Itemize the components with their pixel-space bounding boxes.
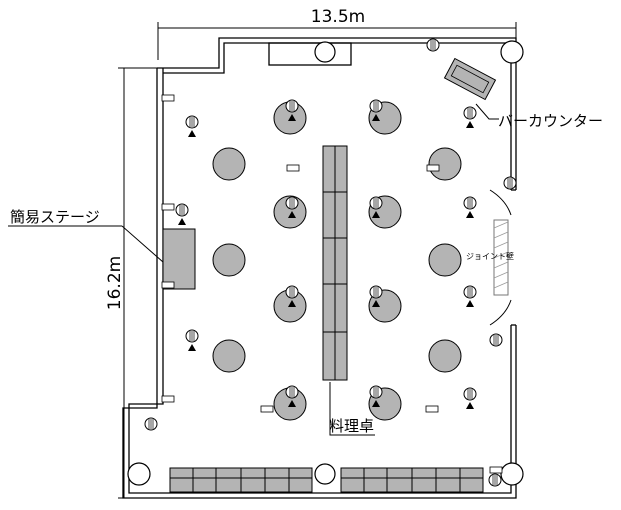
outlet-icon xyxy=(425,405,439,413)
outlet-icon xyxy=(489,466,503,474)
light-fixtures xyxy=(144,38,517,487)
outlet-icon xyxy=(286,164,300,172)
column xyxy=(500,40,524,64)
round-table xyxy=(212,147,246,181)
bar-counter-leader xyxy=(475,103,499,120)
stage xyxy=(162,228,196,290)
stage-label: 簡易ステージ xyxy=(10,208,100,226)
bar-counter-label: バーカウンター xyxy=(498,112,603,130)
food-table-label: 料理卓 xyxy=(329,417,374,435)
outlet-icon xyxy=(260,405,274,413)
light-fixture-icon xyxy=(285,99,299,121)
columns xyxy=(127,40,524,486)
buffet-counter-left xyxy=(169,467,313,493)
height-label: 16.2m xyxy=(105,256,125,310)
column xyxy=(314,41,336,63)
light-fixture-icon xyxy=(185,115,199,137)
light-fixture-icon xyxy=(463,106,477,128)
light-fixture-icon xyxy=(489,333,503,347)
partition-hatch xyxy=(493,221,509,289)
width-label: 13.5m xyxy=(311,7,365,27)
light-fixture-icon xyxy=(185,329,199,351)
light-fixture-icon xyxy=(463,196,477,218)
bar-counter xyxy=(443,57,497,101)
light-fixture-icon xyxy=(369,99,383,121)
light-fixture-icon xyxy=(426,38,440,52)
column xyxy=(500,462,524,486)
width-dimension xyxy=(157,22,517,60)
round-table xyxy=(212,243,246,277)
power-outlets xyxy=(161,94,503,474)
light-fixture-icon xyxy=(463,387,477,409)
light-fixture-icon xyxy=(463,285,477,307)
round-tables xyxy=(212,101,462,421)
outlet-icon xyxy=(161,281,175,289)
light-fixture-icon xyxy=(369,385,383,407)
partition-label: ジョイント壁 xyxy=(466,251,514,261)
round-table xyxy=(428,147,462,181)
light-fixture-icon xyxy=(285,285,299,307)
light-fixture-icon xyxy=(503,176,517,190)
column xyxy=(127,462,151,486)
light-fixture-icon xyxy=(175,203,189,225)
light-fixture-icon xyxy=(369,285,383,307)
light-fixture-icon xyxy=(285,385,299,407)
buffet-counter-right xyxy=(340,467,484,493)
outlet-icon xyxy=(161,203,175,211)
stage-leader xyxy=(121,225,164,263)
round-table xyxy=(428,243,462,277)
light-fixture-icon xyxy=(369,196,383,218)
round-table xyxy=(428,339,462,373)
round-table xyxy=(212,339,246,373)
column xyxy=(314,463,336,485)
doors xyxy=(489,189,512,326)
food-table-leader xyxy=(329,382,375,436)
light-fixture-icon xyxy=(285,196,299,218)
outlet-icon xyxy=(426,164,440,172)
light-fixture-icon xyxy=(488,473,502,487)
outlet-icon xyxy=(161,395,175,403)
light-fixture-icon xyxy=(144,417,158,431)
food-table xyxy=(322,145,348,381)
outlet-icon xyxy=(161,94,175,102)
